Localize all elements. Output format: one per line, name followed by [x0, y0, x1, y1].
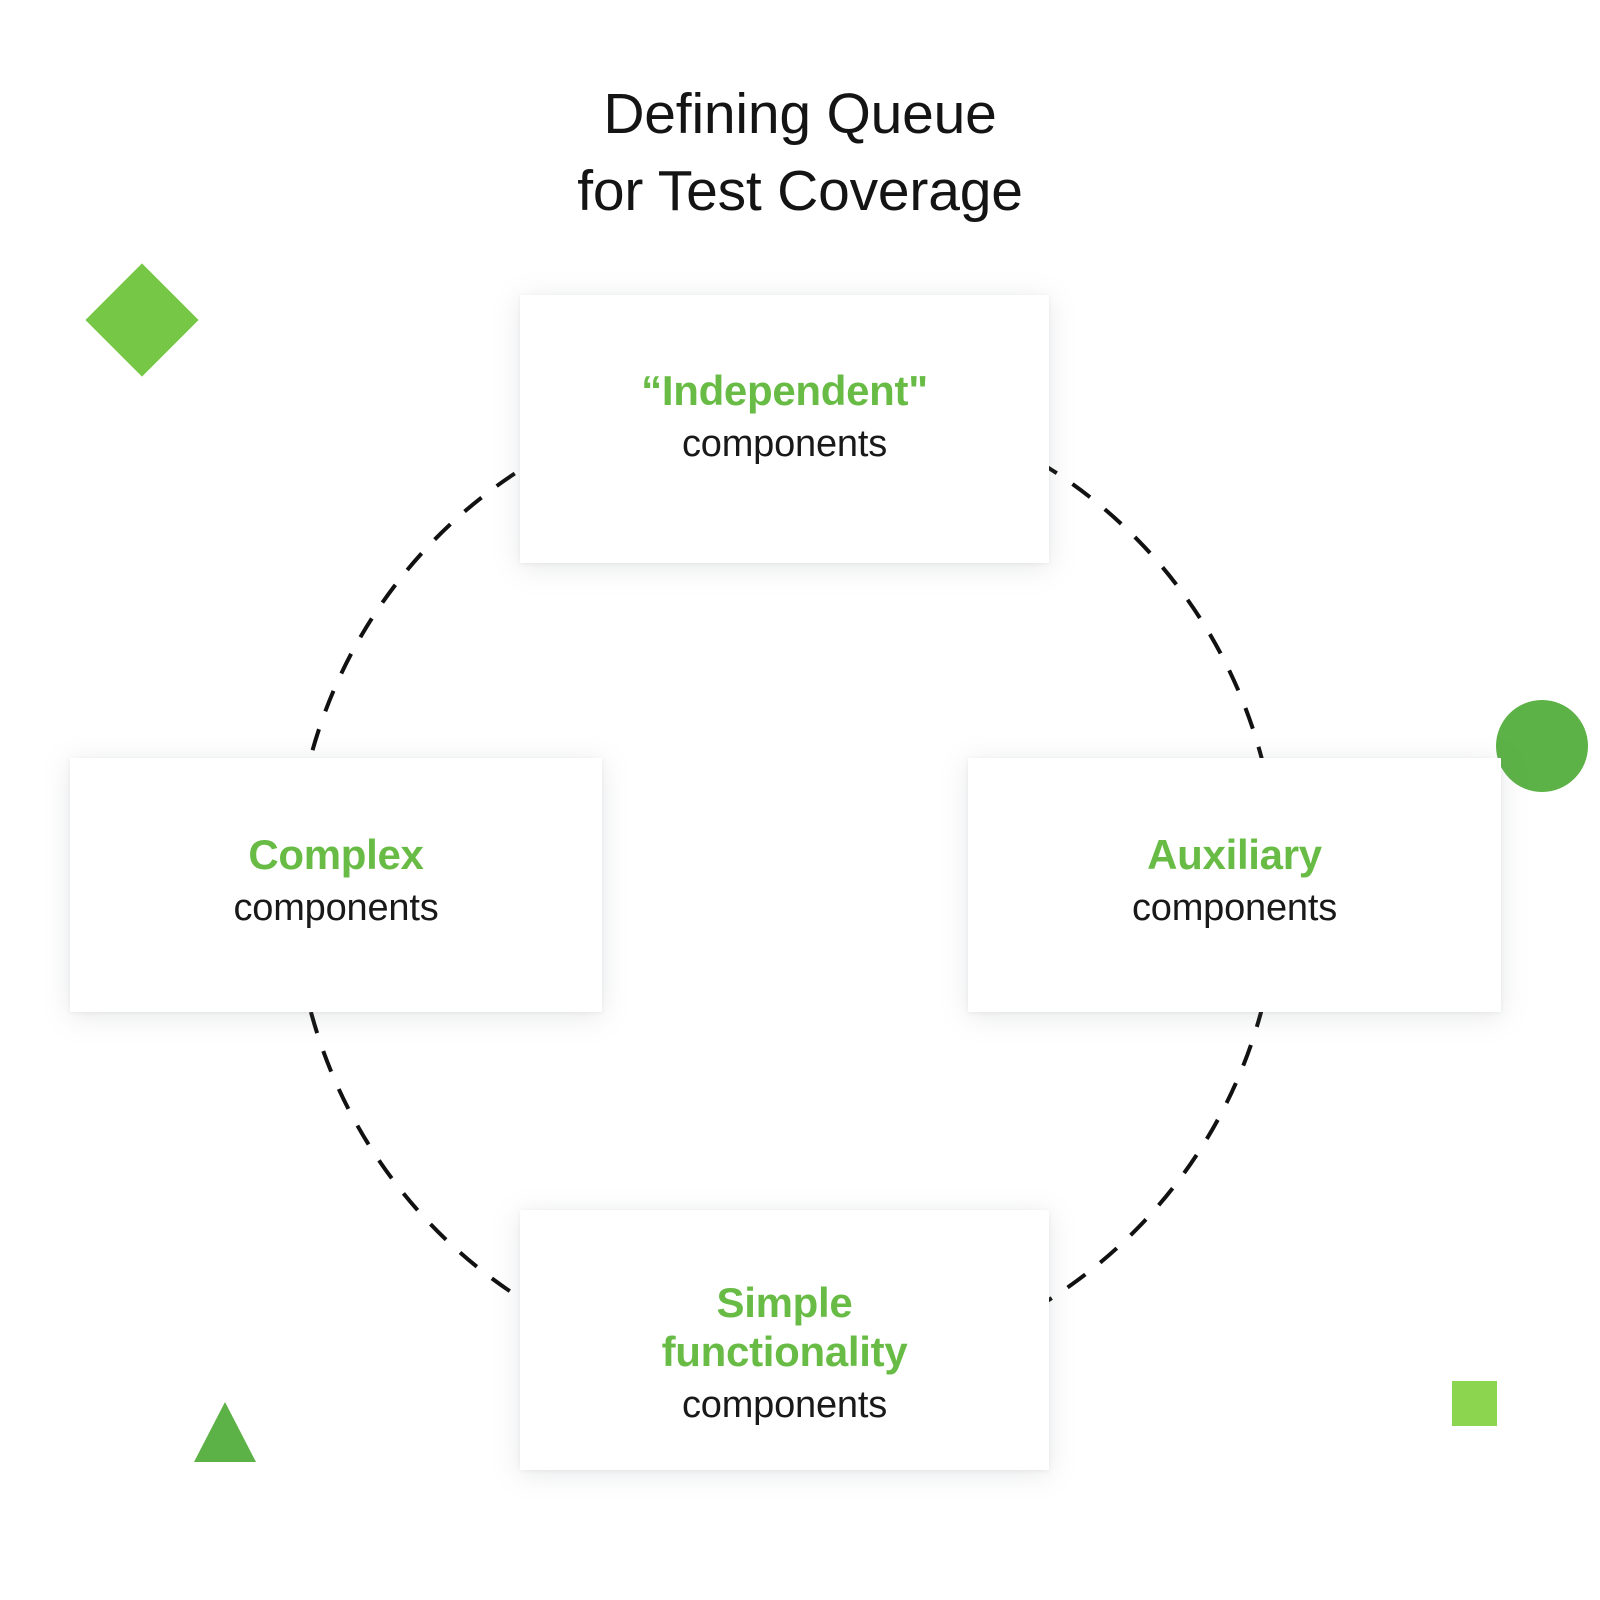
card-subtitle: components [233, 886, 439, 929]
card-heading: Auxiliary [1147, 830, 1322, 878]
card-body: Simple functionality components [662, 1279, 908, 1428]
card-subtitle: components [1131, 886, 1337, 929]
card-simple-functionality[interactable]: Simple functionality components [520, 1210, 1049, 1470]
decorative-circle-icon [1496, 700, 1588, 792]
card-body: Auxiliary components [1132, 831, 1337, 931]
decorative-diamond-icon [85, 263, 199, 377]
card-body: Complex components [233, 831, 438, 931]
card-subtitle: components [681, 1383, 887, 1426]
decorative-square-icon [1452, 1381, 1497, 1426]
card-heading: Complex [248, 830, 424, 878]
card-subtitle: components [681, 422, 887, 465]
card-body: “Independent" components [641, 367, 928, 467]
card-auxiliary[interactable]: Auxiliary components [968, 758, 1501, 1012]
card-complex[interactable]: Complex components [70, 758, 602, 1012]
page-title: Defining Queue for Test Coverage [577, 82, 1023, 223]
card-heading: Simple functionality [661, 1279, 908, 1376]
card-independent[interactable]: “Independent" components [520, 295, 1049, 563]
card-heading: “Independent" [641, 366, 928, 414]
decorative-triangle-icon [194, 1402, 256, 1462]
